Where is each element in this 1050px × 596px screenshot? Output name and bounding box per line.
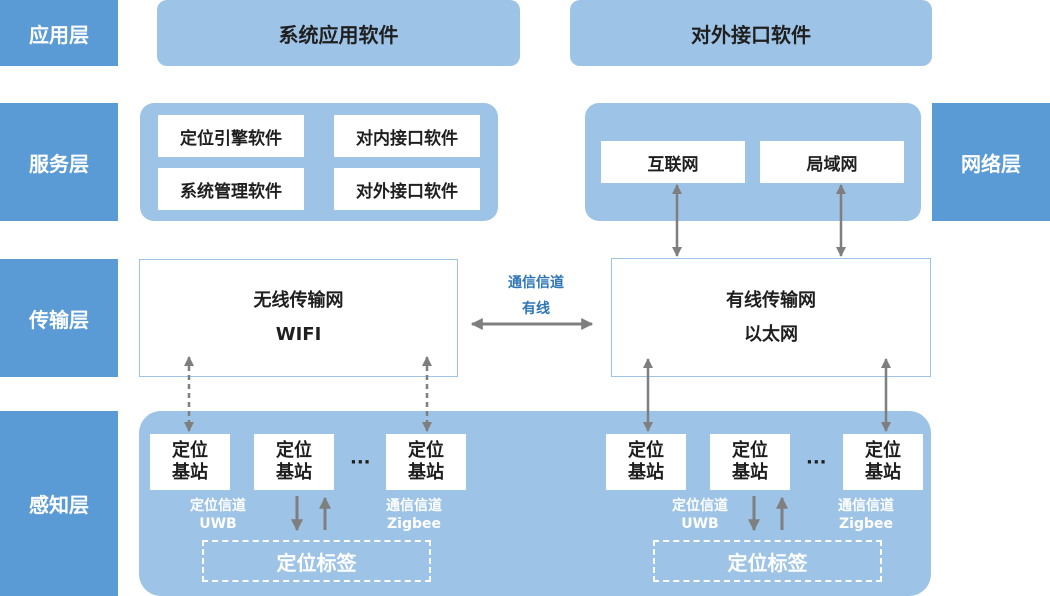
wireless-subtitle: WIFI <box>275 324 322 345</box>
station-label: 基站 <box>276 462 312 483</box>
station-right-3: 定位 基站 <box>843 434 923 490</box>
station-right-2: 定位 基站 <box>710 434 790 490</box>
ellipsis-left: ··· <box>350 452 371 473</box>
box-label: 系统应用软件 <box>278 22 399 47</box>
station-label: 基站 <box>865 462 901 483</box>
channel-label-line2: 有线 <box>522 301 550 317</box>
ellipsis-text: ··· <box>350 452 371 473</box>
channel-text: 定位信道 <box>672 498 728 514</box>
box-label: 对外接口软件 <box>356 181 458 202</box>
box-label: 对外接口软件 <box>691 22 811 47</box>
station-label: 定位 <box>732 440 768 461</box>
wired-network-box: 有线传输网 以太网 <box>611 258 931 377</box>
channel-label: 通信信道 有线 <box>490 270 582 322</box>
layer-tab-perception: 感知层 <box>0 411 118 596</box>
station-right-1: 定位 基站 <box>606 434 686 490</box>
channel-text: 通信信道 <box>838 498 894 514</box>
station-label: 定位 <box>408 440 444 461</box>
channel-text: Zigbee <box>387 516 441 532</box>
station-label: 基站 <box>628 462 664 483</box>
station-left-3: 定位 基站 <box>386 434 466 490</box>
system-mgmt-box: 系统管理软件 <box>158 168 304 210</box>
station-label: 定位 <box>276 440 312 461</box>
layer-tab-transport: 传输层 <box>0 259 118 377</box>
wired-title: 有线传输网 <box>726 289 816 311</box>
box-label: 定位引擎软件 <box>180 128 282 149</box>
service-external-api-box: 对外接口软件 <box>334 168 480 210</box>
channel-label-line1: 通信信道 <box>508 275 564 291</box>
channel-text: 通信信道 <box>386 498 442 514</box>
channel-text: UWB <box>681 516 719 532</box>
channel-text: 定位信道 <box>190 498 246 514</box>
channel-text: UWB <box>199 516 237 532</box>
layer-label: 感知层 <box>29 493 89 517</box>
box-label: 系统管理软件 <box>180 181 282 202</box>
station-label: 定位 <box>628 440 664 461</box>
comm-channel-label-left: 通信信道 Zigbee <box>372 497 456 533</box>
layer-tab-network: 网络层 <box>932 103 1050 221</box>
internet-box: 互联网 <box>601 141 745 183</box>
station-label: 基站 <box>172 462 208 483</box>
internal-api-box: 对内接口软件 <box>334 115 480 157</box>
lan-box: 局域网 <box>760 141 904 183</box>
positioning-engine-box: 定位引擎软件 <box>158 115 304 157</box>
wireless-title: 无线传输网 <box>253 290 344 311</box>
layer-tab-service: 服务层 <box>0 103 118 221</box>
wired-subtitle: 以太网 <box>744 323 798 345</box>
layer-tab-application: 应用层 <box>0 0 118 66</box>
box-label: 互联网 <box>647 154 699 175</box>
layer-label: 传输层 <box>29 307 89 332</box>
tag-label: 定位标签 <box>727 550 808 575</box>
layer-label: 网络层 <box>961 151 1021 176</box>
layer-label: 服务层 <box>29 151 89 176</box>
box-label: 对内接口软件 <box>356 128 458 149</box>
channel-text: Zigbee <box>839 516 893 532</box>
station-left-2: 定位 基站 <box>254 434 334 490</box>
station-left-1: 定位 基站 <box>150 434 230 490</box>
tag-label: 定位标签 <box>276 550 357 575</box>
ellipsis-text: ··· <box>806 452 827 473</box>
station-label: 定位 <box>172 440 208 461</box>
pos-channel-label-left: 定位信道 UWB <box>176 497 260 533</box>
positioning-tag-right: 定位标签 <box>653 540 882 582</box>
comm-channel-label-right: 通信信道 Zigbee <box>824 497 908 533</box>
layer-label: 应用层 <box>29 22 89 47</box>
pos-channel-label-right: 定位信道 UWB <box>658 497 742 533</box>
positioning-tag-left: 定位标签 <box>202 540 431 582</box>
station-label: 基站 <box>408 462 444 483</box>
station-label: 定位 <box>865 440 901 461</box>
external-api-software-box: 对外接口软件 <box>570 0 932 66</box>
ellipsis-right: ··· <box>806 452 827 473</box>
station-label: 基站 <box>732 462 768 483</box>
system-app-software-box: 系统应用软件 <box>157 0 520 66</box>
box-label: 局域网 <box>806 154 858 175</box>
